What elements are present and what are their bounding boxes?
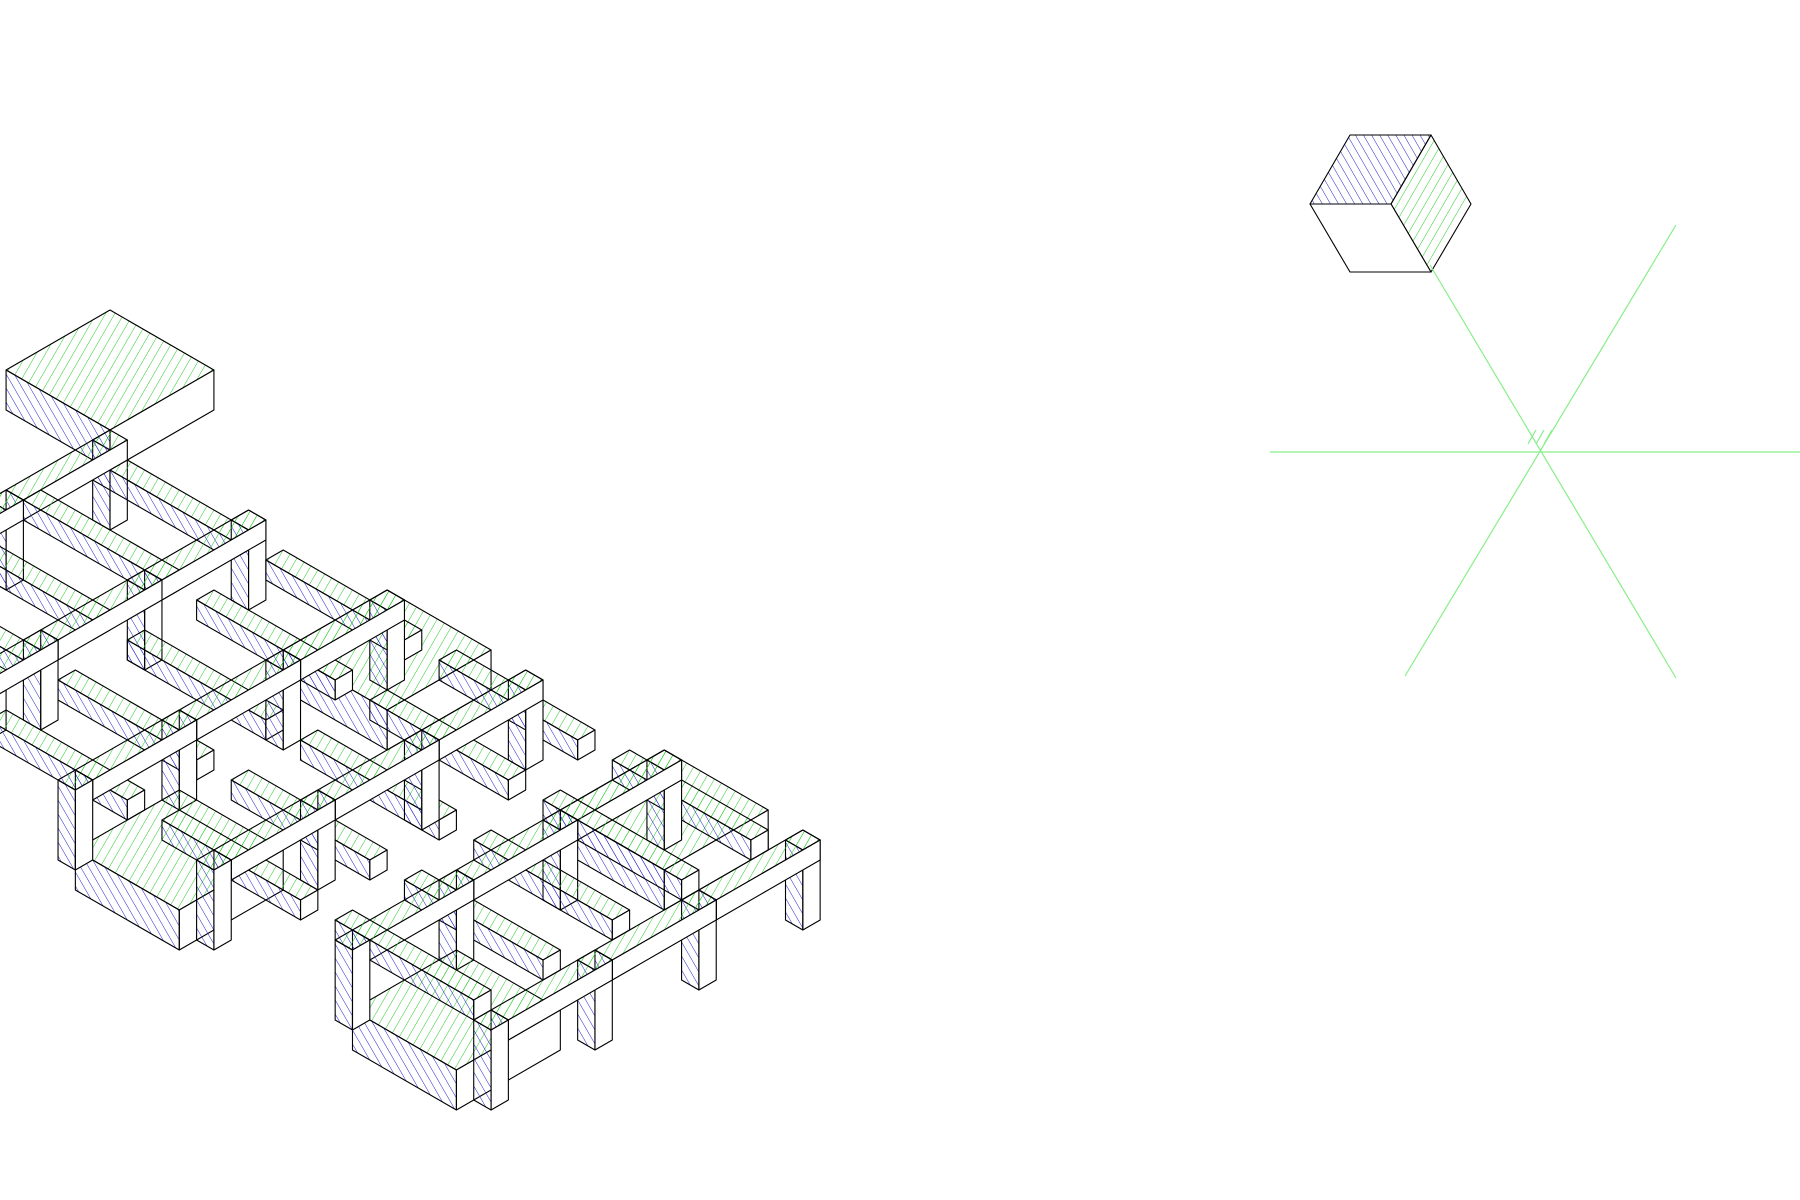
lattice-block-left-face bbox=[351, 1009, 457, 1111]
lattice-block-left-face bbox=[74, 849, 180, 951]
axis-guide bbox=[1270, 224, 1800, 679]
axis-guide-tick-2 bbox=[1535, 429, 1545, 445]
legend-cube bbox=[1309, 134, 1472, 273]
lattice-block-left-face bbox=[334, 939, 354, 1031]
axis-guide-tick-3 bbox=[1543, 429, 1553, 445]
legend-cube-left-face bbox=[1309, 203, 1432, 273]
isometric-lattice bbox=[0, 309, 821, 1111]
lattice-block-right-face bbox=[74, 779, 94, 871]
axis-guide-diagonal-b bbox=[1429, 264, 1677, 679]
lattice-block-top-face bbox=[0, 629, 59, 675]
lattice-block-right-face bbox=[490, 1019, 509, 1111]
lattice-block-right-face bbox=[213, 859, 232, 951]
lattice-block-right-face bbox=[0, 639, 59, 695]
lattice-block-left-face bbox=[196, 859, 215, 951]
axis-guide-tick-1 bbox=[1527, 429, 1537, 445]
lattice-block-top-face bbox=[0, 489, 24, 515]
lattice-block-left-face bbox=[473, 1019, 492, 1111]
lattice-block-left-face bbox=[57, 779, 76, 871]
lattice-block-right-face bbox=[351, 939, 371, 1031]
lattice-block-right-face bbox=[0, 499, 24, 535]
